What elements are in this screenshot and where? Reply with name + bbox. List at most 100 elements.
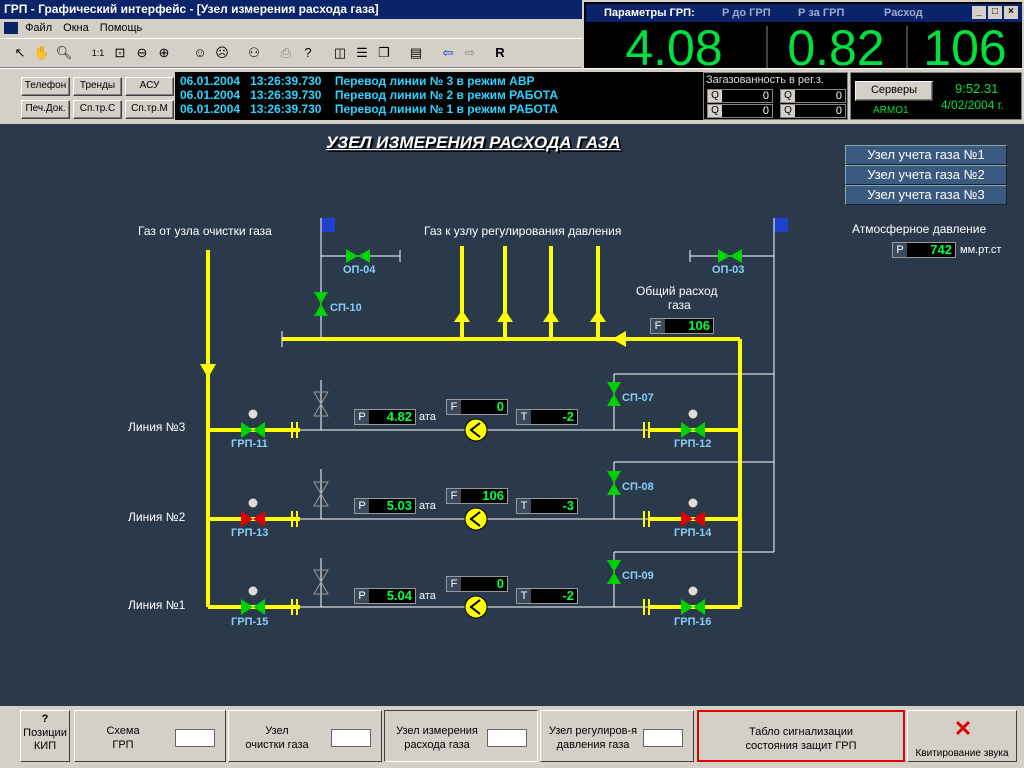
magnifier-icon[interactable]: 🔍︎ [55,45,73,60]
line-3-pressure-unit: ата [419,411,436,423]
event-row: 06.01.2004 13:26:39.730 Перевод линии № … [180,102,558,116]
trend-icon [175,729,215,747]
grp-parameters-panel: Параметры ГРП: Р до ГРП Р за ГРП Расход … [582,0,1024,75]
user-logout-icon[interactable]: ☹ [215,45,229,60]
menu-bar: Файл Окна Помощь [0,19,582,37]
flow-value: 106 [923,20,1007,76]
menu-windows[interactable]: Окна [63,22,89,34]
hand-icon[interactable]: ✋ [33,45,51,60]
separator [906,26,908,72]
valve-grp13-label[interactable]: ГРП-13 [231,527,269,539]
print-doc-button[interactable]: Печ.Док. [21,100,70,119]
valve-sp09-label[interactable]: СП-09 [622,570,654,582]
flowmeters [464,418,488,619]
maximize-button[interactable]: □ [988,6,1002,19]
gas-from-label: Газ от узла очистки газа [138,224,272,238]
alarm-board-button[interactable]: Табло сигнализации состояния защит ГРП [697,710,905,762]
line-1-label: Линия №1 [128,598,186,612]
layout-cascade-icon[interactable]: ❐ [378,45,390,60]
station-name: ARMO1 [873,105,909,116]
valve-grp16-label[interactable]: ГРП-16 [674,616,712,628]
binoculars-icon[interactable]: ⚇ [248,45,260,60]
valve-grp15-label[interactable]: ГРП-15 [231,616,269,628]
nav-grp-scheme-button[interactable]: Схема ГРП [74,710,226,762]
trend-icon [643,729,683,747]
nav-cleaning-button[interactable]: Узел очистки газа [228,710,382,762]
menu-help[interactable]: Помощь [99,22,143,34]
valve-sp10-label[interactable]: СП-10 [330,302,362,314]
params-title: Параметры ГРП: [604,7,695,19]
atm-label: Атмосферное давление [852,222,987,236]
kip-positions-button[interactable]: ? Позиции КИП [20,710,70,762]
user-login-icon[interactable]: ☺ [193,45,207,60]
line-3-temp: T-2 [516,409,578,425]
line-1-pressure-unit: ата [419,590,436,602]
event-row: 06.01.2004 13:26:39.730 Перевод линии № … [180,88,558,102]
valve-sp08-label[interactable]: СП-08 [622,481,654,493]
servers-button[interactable]: Серверы [855,81,933,101]
app-icon[interactable] [4,22,18,35]
valve-grp11-label[interactable]: ГРП-11 [231,438,268,450]
clock-date: 4/02/2004 г. [941,98,1004,112]
pipes [206,246,742,609]
print-icon[interactable]: ⎙ [280,45,292,60]
flanges [291,422,650,615]
sound-ack-button[interactable]: ✕ Квитирование звука [907,710,1017,762]
zoom-fit-icon[interactable]: ⊡ [114,45,126,60]
valves [241,249,742,615]
atm-unit: мм.рт.ст [960,244,1002,256]
nav-regulation-button[interactable]: Узел регулиров-я давления газа [540,710,694,762]
arrow-right-icon[interactable]: ⇨ [464,45,476,60]
pointer-icon[interactable]: ↖ [14,45,26,60]
gas-unit-3-button[interactable]: Узел учета газа №3 [845,185,1007,205]
line-2-label: Линия №2 [128,510,186,524]
valve-sp07-label[interactable]: СП-07 [622,392,654,404]
arrows [200,310,626,378]
asu-button[interactable]: АСУ [125,77,174,96]
line-3-label: Линия №3 [128,420,186,434]
toolbar: ↖ ✋ 🔍︎ 1:1 ⊡ ⊖ ⊕ ☺ ☹ ⚇ ⎙ ? ◫ ☰ ❐ ▤ ⇦ ⇨ R [0,38,582,68]
total-flow-label: Общий расход [636,284,718,298]
gas-unit-1-button[interactable]: Узел учета газа №1 [845,145,1007,165]
nav-metering-button[interactable]: Узел измерения расхода газа [384,710,538,762]
sptrm-button[interactable]: Сп.тр.М [125,100,174,119]
layout-columns-icon[interactable]: ◫ [333,45,347,60]
zoom-1-1-button[interactable]: 1:1 [91,48,105,58]
line-2-temp: T-3 [516,498,578,514]
window-list-icon[interactable]: ▤ [409,45,423,60]
menu-file[interactable]: Файл [25,22,53,34]
refresh-button[interactable]: R [495,45,505,60]
sptrs-button[interactable]: Сп.тр.С [73,100,122,119]
valve-op03-label[interactable]: ОП-03 [712,264,745,276]
close-button[interactable]: × [1004,6,1018,19]
valve-op04-label[interactable]: ОП-04 [343,264,376,276]
zoom-in-icon[interactable]: ⊕ [158,45,170,60]
scheme-area: УЗЕЛ ИЗМЕРЕНИЯ РАСХОДА ГАЗА Узел учета г… [0,124,1024,706]
zoom-out-icon[interactable]: ⊖ [136,45,148,60]
trend-icon [331,729,371,747]
layout-rows-icon[interactable]: ☰ [356,45,368,60]
arrow-left-icon[interactable]: ⇦ [442,45,454,60]
pressure-before-value: 4.08 [625,20,723,76]
valve-grp12-label[interactable]: ГРП-12 [674,438,712,450]
pipe-diagram [200,218,788,619]
event-log[interactable]: 06.01.2004 13:26:39.730 Перевод линии № … [175,72,703,120]
line-2-pressure-unit: ата [419,500,436,512]
phone-button[interactable]: Телефон [21,77,70,96]
help-icon[interactable]: ? [304,45,312,60]
total-flow-label-2: газа [668,298,691,312]
gas-unit-2-button[interactable]: Узел учета газа №2 [845,165,1007,185]
trends-button[interactable]: Тренды [73,77,122,96]
pressure-after-value: 0.82 [787,20,885,76]
gas-to-label: Газ к узлу регулирования давления [424,224,622,238]
minimize-button[interactable]: _ [972,6,986,19]
valve-grp14-label[interactable]: ГРП-14 [674,527,712,539]
